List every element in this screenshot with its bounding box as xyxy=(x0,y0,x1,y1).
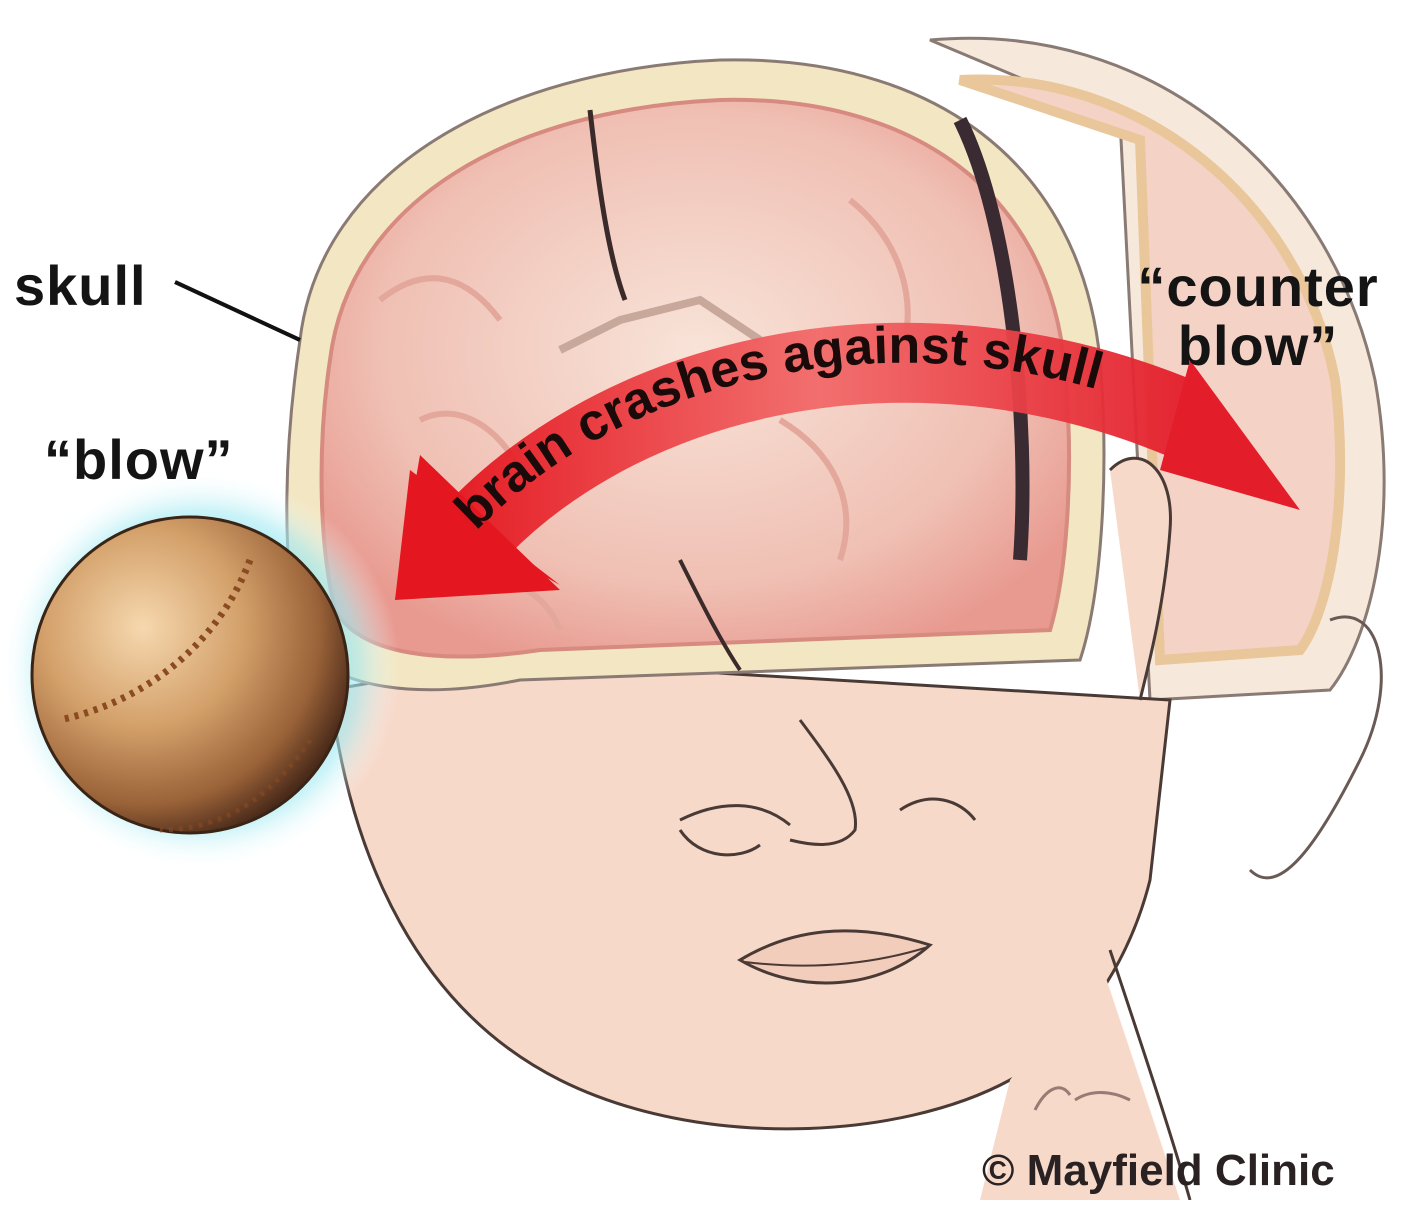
counter-blow-line-1: “counter xyxy=(1137,255,1379,318)
blow-label: “blow” xyxy=(44,428,234,491)
copyright-credit: © Mayfield Clinic xyxy=(982,1146,1335,1195)
artist-signature xyxy=(1033,1086,1131,1111)
counter-blow-label: “counter blow” xyxy=(1118,255,1398,377)
skull-pointer-line xyxy=(174,280,301,342)
face xyxy=(328,456,1383,1201)
baseball xyxy=(0,470,400,870)
counter-blow-line-2: blow” xyxy=(1177,313,1339,377)
skull-label: skull xyxy=(14,254,147,317)
